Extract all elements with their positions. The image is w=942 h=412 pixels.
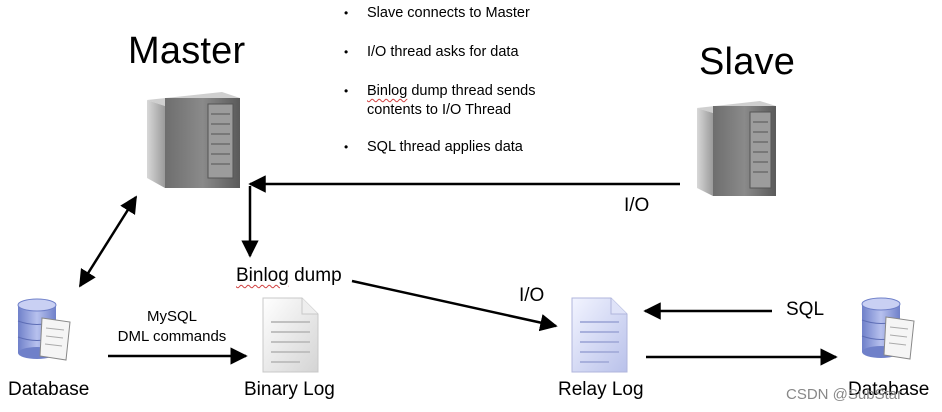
mysql-dml-label: MySQL DML commands	[112, 307, 232, 347]
binary-log-label: Binary Log	[244, 379, 335, 400]
relay-log-label: Relay Log	[558, 379, 644, 400]
bullet-text: I/O thread asks for data	[367, 44, 519, 60]
slave-server-icon	[697, 101, 776, 196]
bullet-text-rest: dump thread sends	[407, 83, 536, 99]
binlog-dump-word: Binlog	[236, 265, 289, 286]
io-top-label: I/O	[624, 195, 650, 216]
bullet-text-binlog-word: Binlog	[367, 83, 408, 99]
io-mid-label: I/O	[519, 285, 545, 306]
bullet-item: •SQL thread applies data	[344, 139, 523, 155]
binary-log-document-icon	[262, 297, 319, 373]
sql-label: SQL	[786, 299, 825, 320]
arrow-database-master-bidirectional	[78, 195, 138, 288]
binlog-dump-label: Binlog dump	[236, 265, 342, 287]
bullet-item: •Slave connects to Master	[344, 5, 530, 21]
mysql-label-line1: MySQL	[146, 308, 197, 325]
database-left-label: Database	[8, 379, 90, 400]
bullet-text: Slave connects to Master	[367, 5, 530, 21]
binlog-dump-rest: dump	[288, 265, 342, 286]
arrow-binlog-dump-to-relay-log	[351, 279, 558, 332]
steps-bullet-list: •Slave connects to Master •I/O thread as…	[344, 4, 535, 177]
mysql-label-line2: DML commands	[117, 328, 227, 345]
bullet-item: •I/O thread asks for data	[344, 44, 519, 60]
database-right-icon	[861, 297, 915, 360]
database-right-label: Database	[848, 379, 930, 400]
bullet-text-line2: contents to I/O Thread	[367, 102, 512, 118]
bullet-text: SQL thread applies data	[367, 139, 523, 155]
csdn-watermark: CSDN @SubStar	[786, 386, 903, 403]
slave-title: Slave	[699, 41, 796, 83]
master-title: Master	[128, 30, 246, 72]
database-left-icon	[17, 298, 71, 361]
master-server-icon	[147, 92, 240, 188]
relay-log-document-icon	[571, 297, 628, 373]
